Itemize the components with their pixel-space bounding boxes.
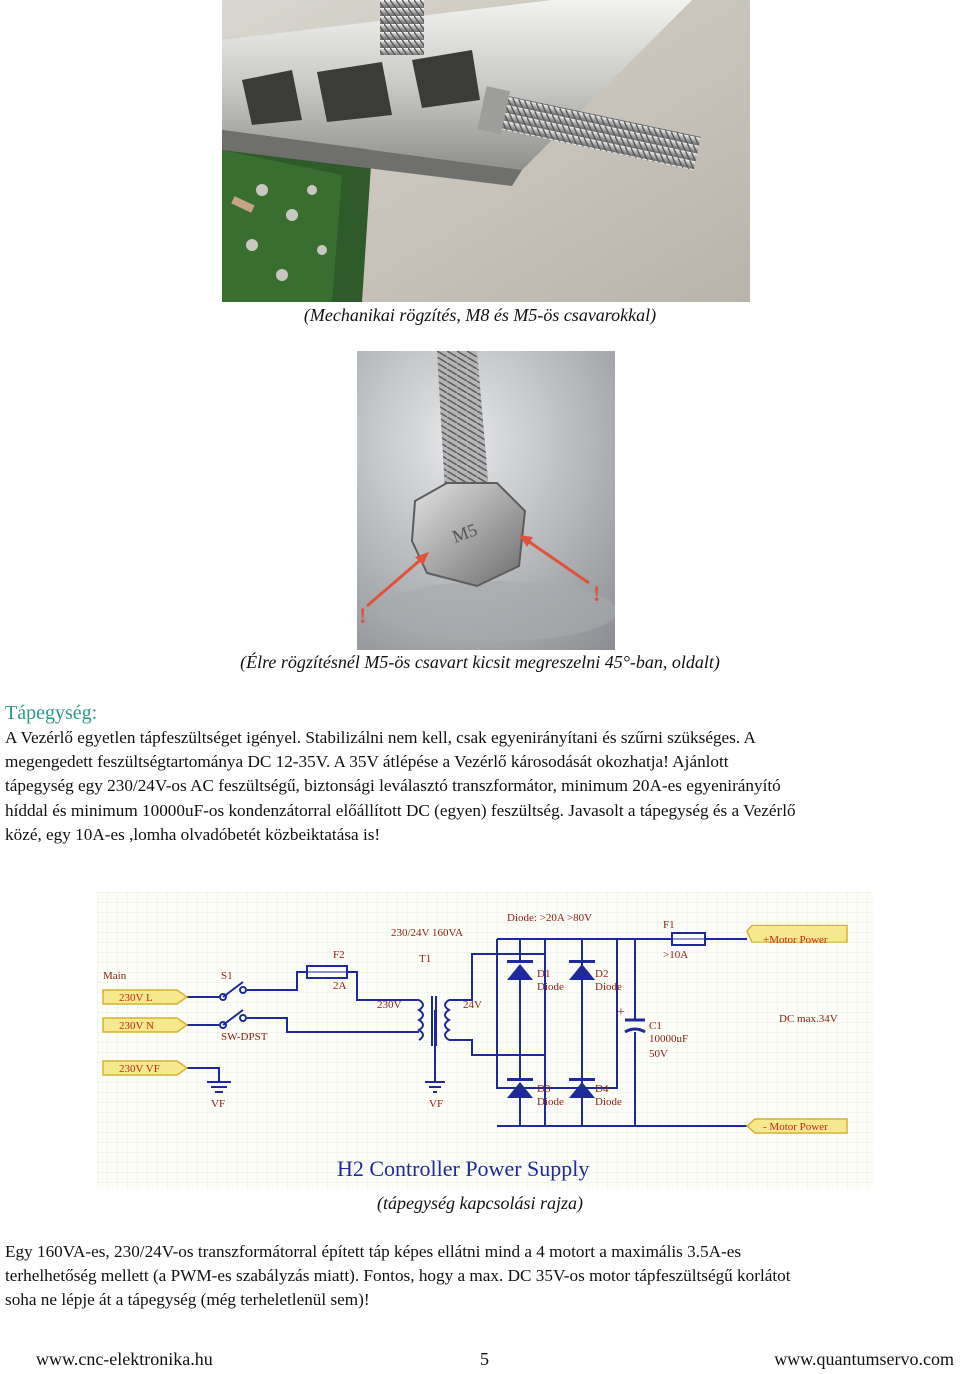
photo2-caption: (Élre rögzítésnél M5-ös csavart kicsit m…: [240, 652, 720, 672]
power-supply-description: A Vezérlő egyetlen tápfeszültséget igény…: [5, 726, 960, 847]
label-main: Main: [103, 970, 127, 982]
tag-motor-power-plus: +Motor Power: [763, 934, 828, 946]
section-heading-power-supply: Tápegység:: [5, 702, 98, 724]
tag-230v-vf: 230V VF: [119, 1063, 160, 1075]
power-supply-schematic: Main 230V L 230V N 230V VF VF S1 SW-DPST…: [97, 892, 873, 1189]
label-d1: D1: [537, 968, 550, 980]
label-sw-dpst: SW-DPST: [221, 1031, 268, 1043]
schematic-title: H2 Controller Power Supply: [337, 1156, 589, 1181]
label-c1-value: 10000uF: [649, 1033, 688, 1045]
label-d3: D3: [537, 1083, 551, 1095]
label-primary-230v: 230V: [377, 999, 402, 1011]
label-d4-type: Diode: [595, 1096, 622, 1108]
tag-230v-l: 230V L: [119, 992, 153, 1004]
photo1-caption: (Mechanikai rögzítés, M8 és M5-ös csavar…: [303, 305, 657, 325]
paragraph1-line: híddal és minimum 10000uF-os kondenzátor…: [5, 800, 796, 820]
warning-mark-left: !: [359, 603, 366, 628]
transformer-note: Egy 160VA-es, 230/24V-os transzformátorr…: [5, 1240, 960, 1313]
label-ground-vf: VF: [211, 1098, 225, 1110]
label-secondary-24v: 24V: [463, 999, 482, 1011]
label-diode-spec: Diode: >20A >80V: [507, 912, 592, 924]
label-f1-value: >10A: [663, 949, 688, 961]
label-t1: T1: [419, 953, 431, 965]
label-cap-plus: +: [617, 1005, 625, 1020]
label-f2-value: 2A: [333, 980, 347, 992]
label-dc-max: DC max.34V: [779, 1013, 838, 1025]
photo-mechanical-mounting: [222, 0, 750, 302]
photo-mechanical-mounting-image: [222, 0, 750, 302]
paragraph2-line: Egy 160VA-es, 230/24V-os transzformátorr…: [5, 1242, 742, 1261]
label-t1-rating: 230/24V 160VA: [391, 927, 463, 939]
paragraph2-line: terhelhetőség mellett (a PWM-es szabályz…: [5, 1266, 791, 1286]
warning-mark-right: !: [593, 581, 600, 606]
photo-bolt-closeup: M5 ! !: [357, 351, 617, 650]
label-f1: F1: [663, 919, 675, 931]
paragraph1-line: közé, egy 10A-es ,lomha olvadóbetét közb…: [5, 824, 381, 844]
label-d3-type: Diode: [537, 1096, 564, 1108]
paragraph1-line: megengedett feszültségtartománya DC 12-3…: [5, 752, 729, 772]
label-transformer-ground-vf: VF: [429, 1098, 443, 1110]
footer-page-number: 5: [480, 1349, 489, 1369]
label-f2: F2: [333, 949, 345, 961]
label-d4: D4: [595, 1083, 609, 1095]
label-d1-type: Diode: [537, 981, 564, 993]
footer-right-url[interactable]: www.quantumservo.com: [774, 1349, 954, 1369]
footer-left-url[interactable]: www.cnc-elektronika.hu: [36, 1349, 213, 1369]
label-c1: C1: [649, 1020, 662, 1032]
paragraph2-line: soha ne lépje át a tápegység (még terhel…: [5, 1290, 370, 1310]
paragraph1-line: A Vezérlő egyetlen tápfeszültséget igény…: [5, 728, 756, 747]
schematic-caption: (tápegység kapcsolási rajza): [377, 1193, 583, 1213]
label-d2: D2: [595, 968, 608, 980]
photo-bolt-closeup-image: M5 ! !: [357, 351, 617, 650]
label-c1-voltage: 50V: [649, 1048, 668, 1060]
label-s1: S1: [221, 970, 233, 982]
schematic-drawing: Main 230V L 230V N 230V VF VF S1 SW-DPST…: [97, 892, 873, 1189]
paragraph1-line: tápegység egy 230/24V-os AC feszültségű,…: [5, 776, 781, 796]
tag-motor-power-minus: - Motor Power: [763, 1121, 828, 1133]
tag-230v-n: 230V N: [119, 1020, 154, 1032]
label-d2-type: Diode: [595, 981, 622, 993]
